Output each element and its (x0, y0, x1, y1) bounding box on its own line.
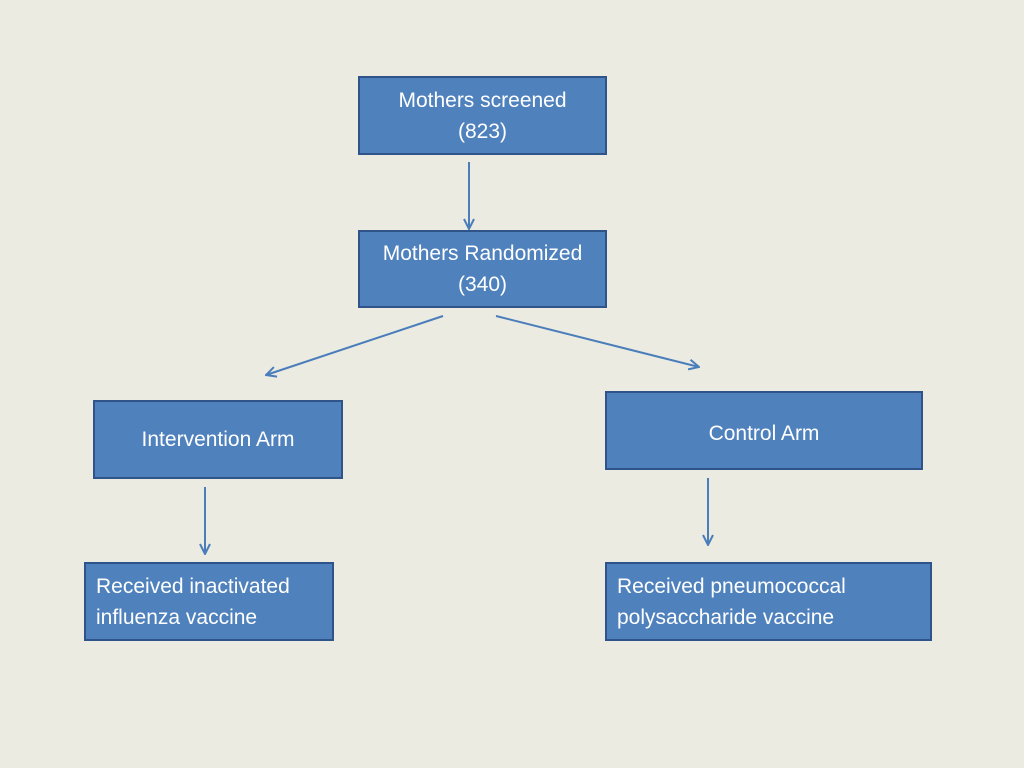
mothers-randomized-count: (340) (457, 273, 508, 296)
influenza-vaccine-box: Received inactivated influenza vaccine (84, 562, 334, 641)
arrow-randomized-to-control (495, 315, 699, 367)
control-arm-box: Control Arm (605, 391, 923, 470)
pneumococcal-vaccine-box: Received pneumococcal polysaccharide vac… (605, 562, 932, 641)
mothers-screened-count: (823) (457, 119, 508, 143)
intervention-arm-box: Intervention Arm (93, 400, 343, 479)
mothers-screened-box: Mothers screened (823) (358, 76, 607, 155)
pneumococcal-vaccine-line2: polysaccharide vaccine (617, 605, 835, 629)
pneumococcal-vaccine-line1: Received pneumococcal (617, 574, 846, 598)
influenza-vaccine-line1: Received inactivated (96, 574, 290, 598)
mothers-randomized-label: Mothers Randomized (382, 242, 583, 265)
control-arm-label: Control Arm (708, 422, 820, 445)
intervention-arm-label: Intervention Arm (141, 428, 295, 451)
influenza-vaccine-line2: influenza vaccine (96, 605, 258, 629)
mothers-screened-label: Mothers screened (398, 88, 567, 112)
arrow-randomized-to-intervention (266, 315, 444, 375)
mothers-randomized-box: Mothers Randomized (340) (358, 230, 607, 308)
